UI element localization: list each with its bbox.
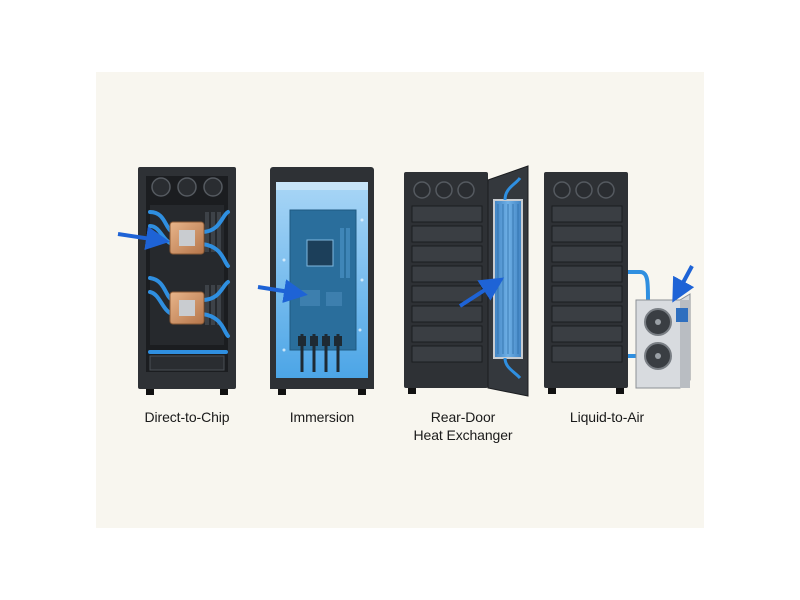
- coolant-line: [503, 357, 522, 380]
- coolant-line: [503, 177, 522, 201]
- chip-lower: [179, 300, 195, 316]
- label-line: Rear-Door: [430, 409, 496, 425]
- submerged-component: [300, 290, 320, 306]
- coolant-line: [628, 270, 650, 301]
- label-liquid-to-air: Liquid-to-Air: [532, 408, 682, 426]
- rack-rear-door: [404, 165, 529, 397]
- cdu-unit: [635, 293, 691, 389]
- submerged-memory: [340, 228, 350, 278]
- submerged-component: [326, 292, 342, 306]
- pointer-arrow: [257, 279, 308, 303]
- cable-plugs: [298, 336, 342, 346]
- tank-base: [270, 378, 374, 389]
- server-units: [551, 205, 623, 363]
- fan-row: [151, 177, 223, 197]
- caster: [548, 388, 556, 394]
- io-tray: [149, 355, 225, 371]
- caster: [220, 389, 228, 395]
- caster: [616, 388, 624, 394]
- label-line: Immersion: [289, 409, 355, 425]
- pointer-arrow: [672, 265, 695, 303]
- rack-immersion: [257, 167, 374, 395]
- fan-row: [413, 181, 475, 199]
- submerged-chip: [306, 239, 334, 267]
- status-screen: [676, 308, 688, 322]
- rack-direct-to-chip: [117, 167, 236, 395]
- pointer-arrow: [117, 226, 170, 251]
- caster: [278, 389, 286, 395]
- server-units: [411, 205, 483, 363]
- label-direct-to-chip: Direct-to-Chip: [112, 408, 262, 426]
- label-rear-door-heat-exchanger: Rear-Door Heat Exchanger: [388, 408, 538, 444]
- liquid-surface: [276, 182, 368, 190]
- chip-upper: [179, 230, 195, 246]
- fan-row: [553, 181, 615, 199]
- label-line: Heat Exchanger: [413, 427, 513, 443]
- rack-liquid-to-air: [544, 172, 695, 394]
- label-line: Liquid-to-Air: [569, 409, 645, 425]
- pointer-arrow: [458, 277, 505, 308]
- label-immersion: Immersion: [247, 408, 397, 426]
- caster: [358, 389, 366, 395]
- caster: [146, 389, 154, 395]
- label-line: Direct-to-Chip: [144, 409, 230, 425]
- caster: [408, 388, 416, 394]
